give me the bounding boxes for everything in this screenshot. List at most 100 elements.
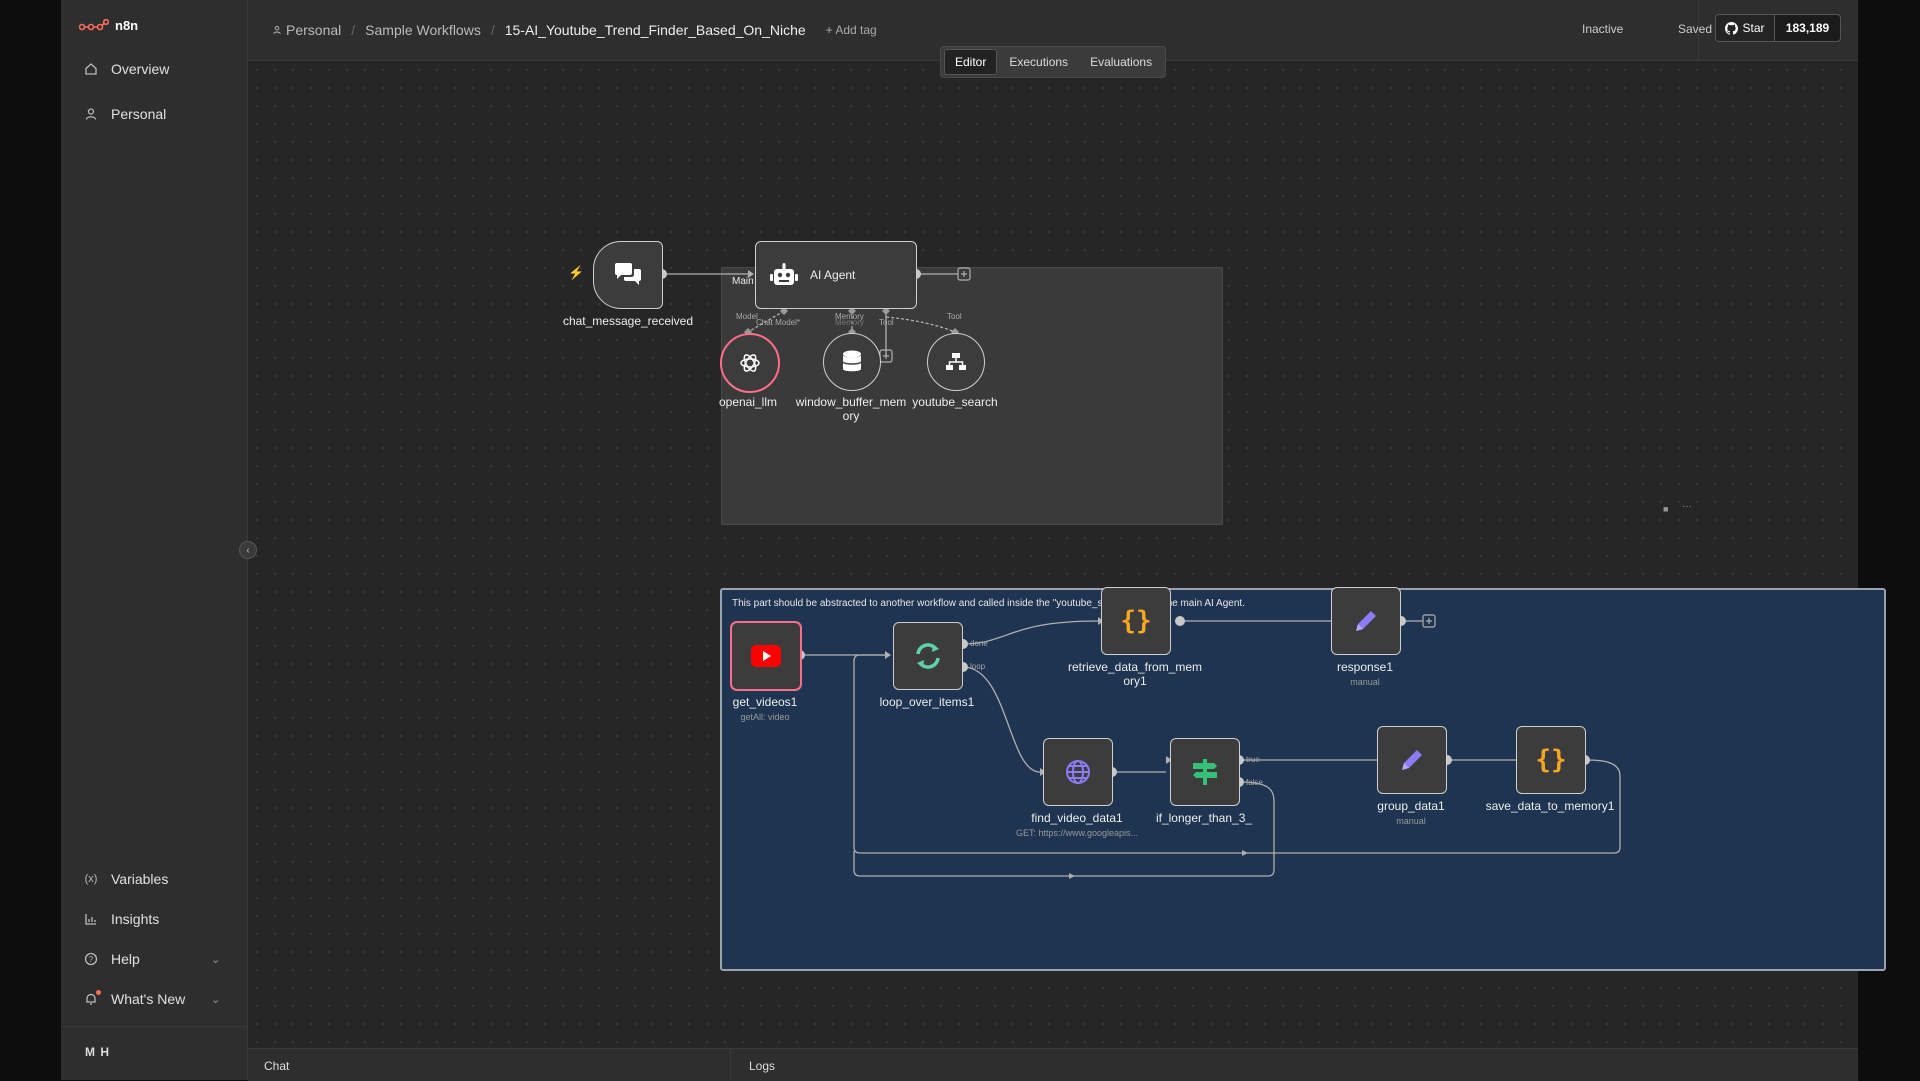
node-get-videos[interactable] <box>731 622 801 690</box>
trigger-bolt-icon: ⚡ <box>568 265 585 280</box>
tab-editor[interactable]: Editor <box>944 49 998 75</box>
robot-icon <box>770 263 798 285</box>
variables-icon: (x) <box>84 873 98 885</box>
node-label: response1 <box>1336 660 1394 674</box>
help-icon: ? <box>83 951 99 967</box>
node-save-data-to-memory[interactable]: {} <box>1516 726 1586 794</box>
sidebar-item-label: Overview <box>111 61 170 77</box>
bell-icon <box>83 990 101 1007</box>
node-group-data[interactable] <box>1377 726 1447 794</box>
node-label: save_data_to_memory1 <box>1485 799 1615 813</box>
breadcrumb-separator: / <box>351 22 356 38</box>
sidebar-item-label: Personal <box>111 106 167 122</box>
avatar[interactable]: M H <box>85 1045 110 1059</box>
breadcrumb: Personal / Sample Workflows / 15-AI_Yout… <box>272 22 877 38</box>
node-chat-message-received[interactable] <box>593 241 663 309</box>
node-if-longer-than-3[interactable] <box>1170 738 1240 806</box>
logo-text: n8n <box>115 18 139 33</box>
node-label-line: ory1 <box>1123 674 1147 688</box>
sidebar-item-variables[interactable]: (x) Variables <box>83 871 169 887</box>
node-openai-llm[interactable] <box>720 333 780 393</box>
node-ai-agent[interactable]: AI Agent <box>755 241 917 309</box>
logs-panel-toggle[interactable]: Logs <box>749 1059 776 1073</box>
port-label-tool-2: Tool <box>947 312 962 321</box>
sidebar-item-insights[interactable]: Insights <box>83 911 159 927</box>
node-loop-over-items[interactable] <box>893 622 963 690</box>
sidebar-item-whats-new[interactable]: What's New ⌄ <box>83 990 220 1007</box>
node-subtitle: manual <box>1350 677 1380 687</box>
github-star-count: 183,189 <box>1785 21 1830 35</box>
chevron-down-icon[interactable]: ⌄ <box>211 993 221 1006</box>
workflow-canvas[interactable]: Main Workflow This part should be abstra… <box>248 61 1886 1048</box>
sidebar-item-label: What's New <box>111 991 186 1007</box>
node-subtitle: GET: https://www.googleapis... <box>1015 828 1139 838</box>
node-label: get_videos1 <box>732 695 798 709</box>
node-label: find_video_data1 <box>1031 811 1123 825</box>
code-braces-icon: {} <box>1535 745 1567 775</box>
node-find-video-data[interactable] <box>1043 738 1113 806</box>
refresh-icon <box>916 643 940 669</box>
breadcrumb-label: Personal <box>286 22 342 38</box>
save-state: Saved <box>1678 22 1713 36</box>
sticky-note-main-workflow[interactable]: Main Workflow <box>721 267 1223 525</box>
chart-icon <box>83 911 99 927</box>
user-icon <box>83 106 99 122</box>
node-window-buffer-memory[interactable] <box>823 333 881 391</box>
active-toggle-status[interactable]: Inactive <box>1582 22 1624 36</box>
node-label: openai_llm <box>718 395 778 409</box>
sidebar-collapse-button[interactable]: ‹ <box>239 541 257 559</box>
user-menu[interactable]: M H <box>61 1026 247 1081</box>
node-label-line: ory <box>842 409 860 423</box>
chat-bubbles-icon <box>615 263 641 285</box>
editor-tabs: Editor Executions Evaluations <box>940 46 1167 78</box>
breadcrumb-separator: / <box>490 22 495 38</box>
port-label-model: Model <box>736 312 758 321</box>
globe-icon <box>1066 760 1090 784</box>
node-retrieve-data-from-memory[interactable]: {} <box>1101 587 1171 655</box>
port-label-memory-sub: Memory <box>835 318 864 327</box>
breadcrumb-folder[interactable]: Sample Workflows <box>365 22 481 38</box>
chevron-left-icon: ‹ <box>246 544 250 556</box>
github-icon <box>1725 21 1739 35</box>
n8n-logo[interactable]: n8n <box>79 18 138 33</box>
bottom-panel: Chat Logs <box>248 1048 1858 1081</box>
tab-evaluations[interactable]: Evaluations <box>1090 55 1153 69</box>
sidebar-item-personal[interactable]: Personal <box>83 106 166 122</box>
port-label-done: done <box>970 639 988 648</box>
bottom-divider <box>730 1049 731 1081</box>
sticky-delete-icon[interactable]: ■ <box>1663 504 1669 514</box>
breadcrumb-personal[interactable]: Personal <box>272 22 341 38</box>
node-label: window_buffer_mem ory <box>791 395 911 423</box>
svg-text:?: ? <box>89 955 94 964</box>
notification-dot <box>96 990 101 995</box>
tab-executions[interactable]: Executions <box>1009 55 1069 69</box>
chat-panel-toggle[interactable]: Chat <box>264 1059 290 1073</box>
sticky-more-icon[interactable]: ··· <box>1682 501 1692 512</box>
node-title: AI Agent <box>810 268 856 282</box>
node-subtitle: getAll: video <box>740 712 790 722</box>
github-star-button[interactable]: Star 183,189 <box>1715 14 1841 42</box>
workflow-name[interactable]: 15-AI_Youtube_Trend_Finder_Based_On_Nich… <box>504 22 806 38</box>
node-label-line: retrieve_data_from_mem <box>1067 660 1203 674</box>
node-label: loop_over_items1 <box>879 695 975 709</box>
code-braces-icon: {} <box>1120 606 1152 636</box>
header-divider <box>1698 0 1699 60</box>
port-label-memory: Memory <box>835 312 864 321</box>
sidebar-item-overview[interactable]: Overview <box>83 61 169 77</box>
github-star-label: Star <box>1742 21 1765 35</box>
youtube-icon <box>751 645 781 667</box>
node-label: if_longer_than_3_ <box>1155 811 1253 825</box>
node-youtube-search[interactable] <box>927 333 985 391</box>
chevron-down-icon[interactable]: ⌄ <box>211 953 221 966</box>
github-star[interactable]: Star <box>1716 15 1775 41</box>
sidebar-item-help[interactable]: ? Help ⌄ <box>83 951 220 967</box>
node-response[interactable] <box>1331 587 1401 655</box>
sitemap-icon <box>946 353 966 370</box>
add-tag-button[interactable]: + Add tag <box>825 23 877 37</box>
sticky-note-title: This part should be abstracted to anothe… <box>732 598 1245 609</box>
database-icon <box>843 350 861 372</box>
port-label-true: true <box>1246 755 1260 764</box>
sidebar-item-label: Insights <box>111 911 160 927</box>
home-icon <box>83 61 99 77</box>
openai-icon <box>740 354 760 372</box>
